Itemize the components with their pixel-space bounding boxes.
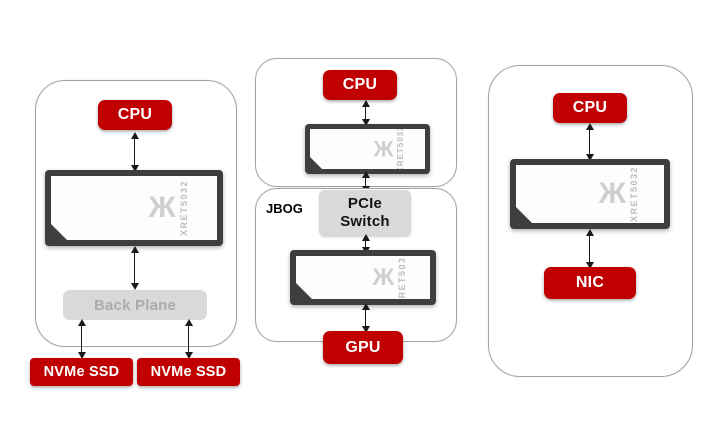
chip-logo-icon: Ж <box>373 135 394 161</box>
chip-logo: Ж XRET5032 <box>374 125 406 172</box>
nvme-ssd-badge-1: NVMe SSD <box>30 358 133 386</box>
nic-label: NIC <box>575 274 605 291</box>
double-arrow <box>361 303 370 333</box>
double-arrow <box>585 229 594 269</box>
backplane-badge: Back Plane <box>63 290 207 320</box>
double-arrow <box>184 319 193 359</box>
double-arrow <box>361 100 370 126</box>
chip-model-label: XRET5032 <box>397 249 408 306</box>
cpu-badge: CPU <box>323 70 397 100</box>
chip-logo-icon: Ж <box>372 263 395 291</box>
raid-accelerator-card: Ж XRET5032 <box>45 170 223 246</box>
double-arrow <box>361 234 370 254</box>
chip-face: Ж XRET5032 <box>310 129 425 169</box>
nvme-ssd-label-1: NVMe SSD <box>43 364 120 380</box>
nvme-ssd-badge-2: NVMe SSD <box>137 358 240 386</box>
pcie-switch-label: PCIe Switch <box>340 195 390 230</box>
middle-topology-group: CPU Ж XRET5032 JBOG PCIe Switch Ж XRET50… <box>253 58 459 374</box>
chip-face: Ж XRET5032 <box>51 176 217 240</box>
chip-model-label: XRET5032 <box>178 179 189 237</box>
raid-accelerator-card: Ж XRET5032 <box>290 250 436 305</box>
chip-logo: Ж XRET5032 <box>149 180 189 236</box>
chip-face: Ж XRET5032 <box>516 165 664 223</box>
chip-face: Ж XRET5032 <box>296 256 430 299</box>
cpu-label: CPU <box>342 76 378 93</box>
chip-logo-icon: Ж <box>148 191 176 224</box>
backplane-label: Back Plane <box>93 296 177 314</box>
gpu-badge: GPU <box>323 331 403 364</box>
chip-model-label: XRET5032 <box>396 125 406 173</box>
jbog-label: JBOG <box>266 201 303 216</box>
double-arrow <box>77 319 86 359</box>
pcie-switch-badge: PCIe Switch <box>319 190 411 236</box>
chip-logo: Ж XRET5032 <box>373 249 408 305</box>
raid-accelerator-card: Ж XRET5032 <box>510 159 670 229</box>
double-arrow <box>130 132 139 172</box>
chip-logo-icon: Ж <box>598 177 626 210</box>
double-arrow <box>130 246 139 290</box>
chip-logo: Ж XRET5032 <box>599 166 639 222</box>
cpu-label: CPU <box>117 106 153 123</box>
cpu-badge: CPU <box>98 100 172 130</box>
cpu-badge: CPU <box>553 93 627 123</box>
gpu-label: GPU <box>345 338 381 356</box>
cpu-label: CPU <box>572 99 608 116</box>
double-arrow <box>585 123 594 161</box>
chip-model-label: XRET5032 <box>628 165 639 223</box>
double-arrow <box>361 171 370 193</box>
right-topology-group: CPU Ж XRET5032 NIC <box>488 65 694 377</box>
nic-badge: NIC <box>544 267 636 299</box>
nvme-ssd-label-2: NVMe SSD <box>150 364 227 380</box>
raid-accelerator-card: Ж XRET5032 <box>305 124 430 174</box>
left-topology-group: CPU Ж XRET5032 Back Plane NVMe SSD NVMe … <box>30 80 242 392</box>
